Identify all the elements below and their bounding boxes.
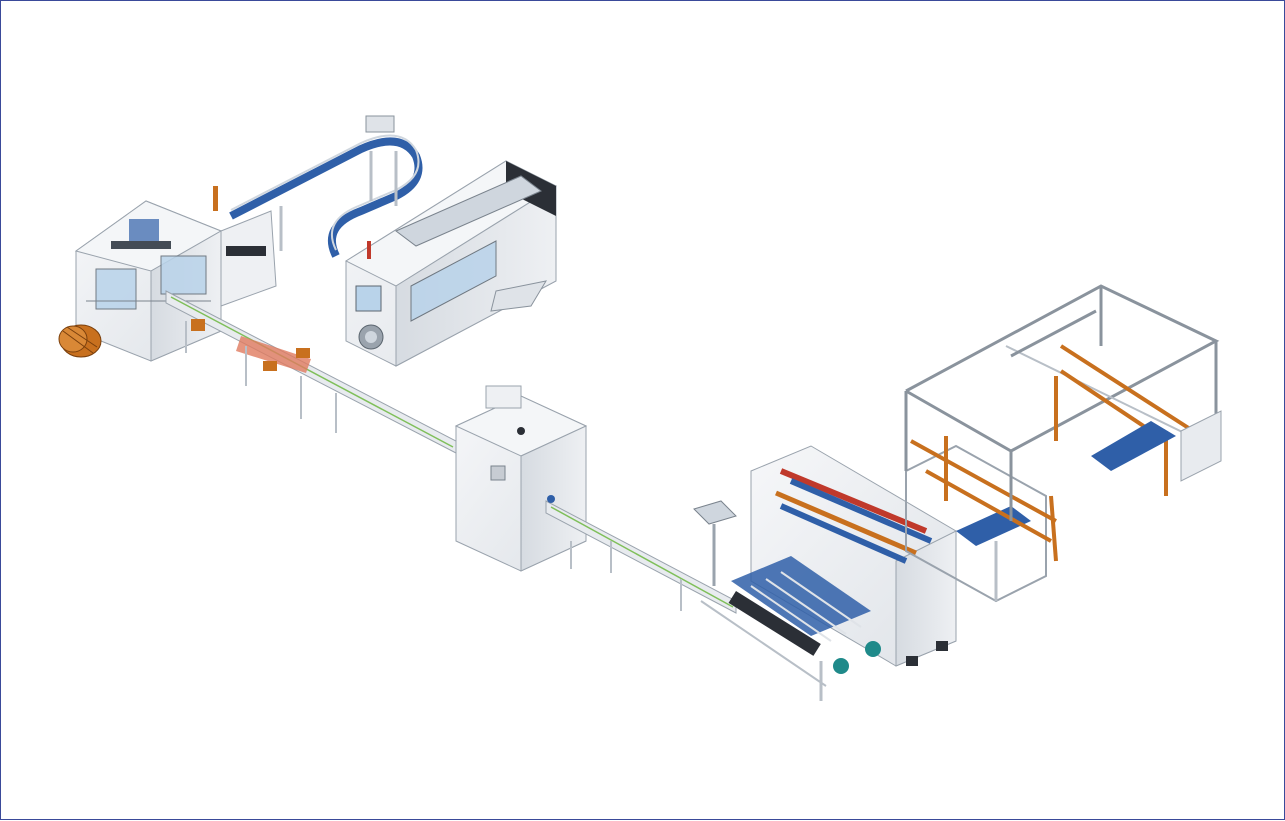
bagging-machine xyxy=(344,160,558,367)
curved-conveyor xyxy=(229,115,423,258)
parent-roll-stand xyxy=(904,284,1222,521)
feed-conveyor xyxy=(545,495,737,614)
accumulator-machine xyxy=(454,385,588,572)
unwind-section xyxy=(905,436,1058,603)
log-saw-machine xyxy=(700,445,957,701)
control-panel xyxy=(693,500,737,586)
